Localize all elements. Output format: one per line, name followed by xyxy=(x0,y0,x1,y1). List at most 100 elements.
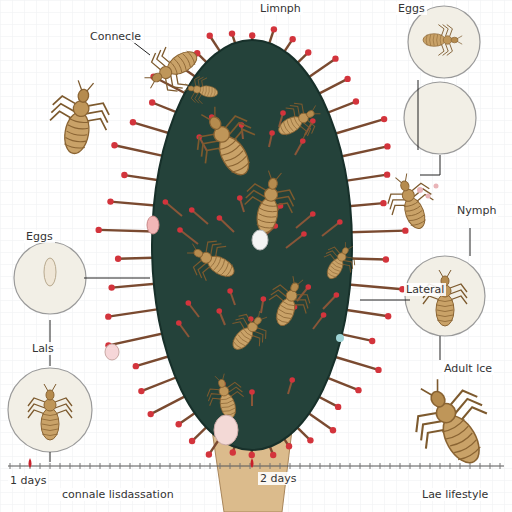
bristle xyxy=(219,218,234,232)
bristle-tip xyxy=(289,377,295,383)
tick xyxy=(70,463,71,469)
segment xyxy=(279,124,286,136)
antenna xyxy=(343,242,353,250)
bristle-tip xyxy=(305,49,311,55)
segment xyxy=(42,414,58,416)
antenna xyxy=(267,171,281,181)
leg xyxy=(271,288,288,300)
thorax xyxy=(44,399,56,411)
bristle-tip xyxy=(332,55,338,61)
bristle-tip xyxy=(186,300,192,306)
antenna xyxy=(215,374,226,382)
tick xyxy=(210,463,211,469)
bristle-tip xyxy=(115,256,121,262)
bristle xyxy=(296,214,313,228)
segment xyxy=(404,201,420,208)
abdomen xyxy=(62,110,92,155)
segment xyxy=(67,125,88,131)
segment xyxy=(222,404,235,408)
tick xyxy=(420,463,421,469)
louse xyxy=(316,237,362,286)
segment xyxy=(278,309,292,315)
bristle-tip xyxy=(237,195,243,201)
segment xyxy=(207,87,210,97)
tick xyxy=(470,463,471,469)
segment xyxy=(437,34,438,45)
egg xyxy=(105,344,119,360)
bristle-tip xyxy=(130,119,136,125)
bristle-tip xyxy=(261,296,267,302)
head xyxy=(151,72,164,84)
bristle-tip xyxy=(95,227,101,233)
segment xyxy=(437,305,453,307)
label: connale lisdassation xyxy=(60,488,176,501)
bristle-tip xyxy=(270,452,276,458)
antenna xyxy=(184,84,189,92)
bristle-tip xyxy=(384,143,390,149)
segment xyxy=(232,341,243,350)
tick xyxy=(140,463,141,469)
antenna xyxy=(256,311,267,321)
bristle-tip xyxy=(335,404,341,410)
bristle-tip xyxy=(111,142,117,148)
bristle-tip xyxy=(189,207,195,213)
head xyxy=(193,248,204,259)
label: Nymph xyxy=(455,204,498,217)
louse xyxy=(136,36,206,102)
louse xyxy=(270,94,326,147)
label: Connecle xyxy=(88,30,143,43)
leg xyxy=(326,249,339,260)
segment xyxy=(260,203,278,208)
bristle-tip xyxy=(286,443,292,449)
bristle-tip xyxy=(217,215,223,221)
segment xyxy=(66,131,87,137)
leg xyxy=(162,76,177,95)
head xyxy=(46,390,54,400)
tick xyxy=(460,463,461,469)
abdomen xyxy=(255,196,281,234)
head xyxy=(428,389,447,409)
tick xyxy=(170,463,171,469)
tick xyxy=(80,463,81,469)
segment xyxy=(257,219,275,224)
louse xyxy=(183,96,269,188)
bristle-tip xyxy=(305,284,311,290)
segment xyxy=(65,138,86,144)
bristle-tip xyxy=(307,437,313,443)
bristle xyxy=(192,210,208,224)
segment xyxy=(223,408,236,412)
thorax xyxy=(443,36,451,44)
tick xyxy=(350,463,351,469)
segment xyxy=(42,424,58,426)
tick xyxy=(60,463,61,469)
segment xyxy=(407,210,423,217)
label: Lals xyxy=(30,342,56,355)
lice xyxy=(28,25,504,480)
bristles xyxy=(163,110,343,406)
segment xyxy=(259,208,277,213)
bristle-tip xyxy=(380,200,386,206)
tick xyxy=(50,463,51,469)
tick xyxy=(440,463,441,469)
segment xyxy=(275,318,289,324)
antenna xyxy=(311,105,321,116)
tick xyxy=(190,463,191,469)
bristle-tip xyxy=(369,338,375,344)
leg xyxy=(410,407,440,432)
tick xyxy=(10,463,11,469)
leg xyxy=(301,121,313,136)
louse xyxy=(180,231,243,290)
louse xyxy=(423,25,462,56)
tick xyxy=(110,463,111,469)
antenna xyxy=(44,384,56,391)
antenna xyxy=(291,276,303,286)
tick xyxy=(230,463,231,469)
bristle-tip xyxy=(147,411,153,417)
egg xyxy=(214,415,238,445)
tick xyxy=(450,463,451,469)
bristle-tip xyxy=(227,288,233,294)
abdomen xyxy=(423,34,445,47)
louse xyxy=(423,270,467,326)
bristle-tip xyxy=(189,438,195,444)
